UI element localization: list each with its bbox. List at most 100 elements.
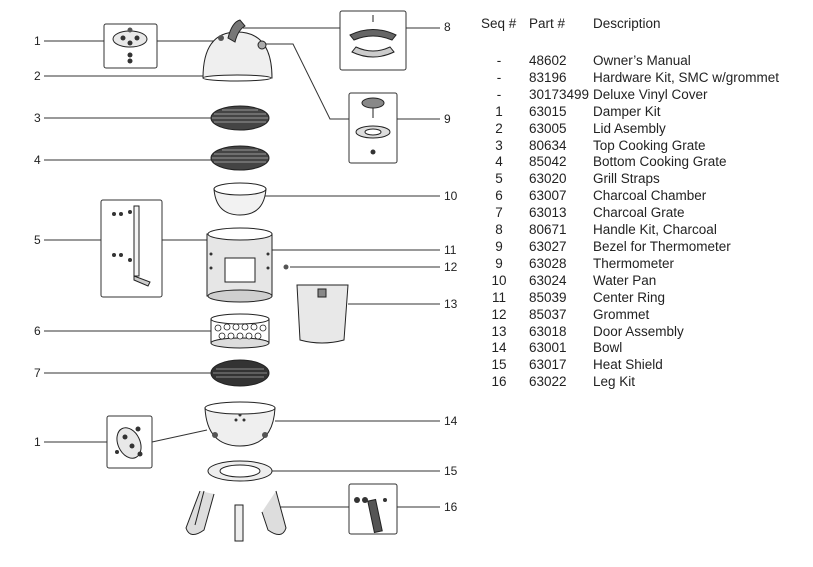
row-seq: -	[496, 86, 502, 102]
damper-kit-inset-bottom	[106, 415, 153, 469]
callout-12: 12	[444, 260, 458, 274]
header-description: Description	[593, 16, 661, 31]
callout-8: 8	[444, 20, 451, 34]
row-description: Handle Kit, Charcoal	[593, 222, 717, 238]
lid-assembly	[202, 19, 273, 82]
row-part-number: 83196	[529, 69, 567, 85]
row-part-number: 63024	[529, 272, 567, 288]
row-description: Door Assembly	[593, 323, 684, 339]
row-description: Bowl	[593, 340, 623, 356]
callout-9: 9	[444, 112, 451, 126]
row-description: Thermometer	[593, 255, 675, 271]
row-part-number: 63017	[529, 357, 567, 373]
callout-14: 14	[444, 414, 458, 428]
top-cooking-grate	[210, 105, 270, 131]
row-part-number: 63022	[529, 374, 567, 390]
row-part-number: 63020	[529, 171, 567, 187]
grommet	[283, 264, 289, 270]
row-description: Grommet	[593, 306, 650, 322]
row-description: Damper Kit	[593, 103, 661, 119]
row-description: Water Pan	[593, 272, 657, 288]
row-part-number: 85042	[529, 154, 567, 170]
callout-7: 7	[34, 366, 41, 380]
table-row: 16 63022 Leg Kit	[481, 374, 779, 391]
callout-2: 2	[34, 69, 41, 83]
water-pan	[213, 182, 267, 216]
leg-kit	[185, 490, 287, 542]
header-part: Part #	[529, 16, 566, 31]
callout-11: 11	[444, 243, 457, 257]
leader-lines	[44, 27, 440, 508]
row-description: Bottom Cooking Grate	[593, 154, 727, 170]
row-seq: 6	[495, 188, 503, 204]
row-description: Top Cooking Grate	[593, 137, 706, 153]
row-seq: -	[496, 53, 502, 68]
row-seq: 3	[495, 137, 503, 153]
row-seq: 4	[495, 154, 503, 170]
row-part-number: 63027	[529, 238, 567, 254]
center-ring	[206, 227, 273, 303]
row-part-number: 63018	[529, 323, 567, 339]
row-description: Charcoal Grate	[593, 205, 685, 221]
row-part-number: 63015	[529, 103, 567, 119]
table-row: 13 63018 Door Assembly	[481, 324, 779, 341]
leg-kit-inset	[348, 483, 398, 535]
row-seq: 13	[491, 323, 507, 339]
row-part-number: 85037	[529, 306, 567, 322]
row-description: Bezel for Thermometer	[593, 238, 731, 254]
table-row: 14 63001 Bowl	[481, 340, 779, 357]
table-row: 9 63027 Bezel for Thermometer	[481, 239, 779, 256]
heat-shield	[207, 460, 273, 482]
row-part-number: 80634	[529, 137, 567, 153]
row-seq: -	[496, 69, 502, 85]
callout-5: 5	[34, 233, 41, 247]
row-part-number: 63001	[529, 340, 567, 356]
thermometer-inset	[348, 92, 398, 164]
row-seq: 10	[491, 272, 507, 288]
exploded-parts-diagram: 1 2 3 4 5 6 7 1 8 9 10 11 12 13 14 15 16	[34, 10, 458, 542]
row-seq: 9	[495, 255, 503, 271]
row-description: Heat Shield	[593, 357, 663, 373]
damper-kit-inset-top	[103, 23, 158, 69]
charcoal-chamber	[210, 313, 270, 349]
row-seq: 1	[495, 103, 503, 119]
row-part-number: 85039	[529, 289, 567, 305]
grill-straps-inset	[100, 199, 163, 298]
callout-10: 10	[444, 189, 458, 203]
row-description: Deluxe Vinyl Cover	[593, 86, 708, 102]
row-seq: 9	[495, 238, 503, 254]
row-seq: 16	[491, 374, 507, 390]
row-part-number: 63007	[529, 188, 567, 204]
row-description: Grill Straps	[593, 171, 660, 187]
row-description: Leg Kit	[593, 374, 636, 390]
row-description: Lid Asembly	[593, 120, 666, 136]
row-seq: 2	[495, 120, 503, 136]
charcoal-grate	[210, 359, 270, 387]
table-row: 12 85037 Grommet	[481, 307, 779, 324]
row-seq: 12	[491, 306, 507, 322]
row-seq: 8	[495, 222, 503, 238]
bowl	[204, 401, 276, 447]
row-seq: 11	[491, 289, 506, 305]
door-assembly	[296, 284, 349, 344]
row-seq: 14	[491, 340, 507, 356]
header-seq: Seq #	[481, 16, 517, 31]
table-header: Seq # Part # Description	[481, 16, 779, 36]
callout-6: 6	[34, 324, 41, 338]
row-description: Owner’s Manual	[593, 53, 691, 68]
table-row: 3 80634 Top Cooking Grate	[481, 138, 779, 155]
callout-1-bottom: 1	[34, 435, 41, 449]
handle-kit-inset	[339, 10, 407, 71]
table-row: 1 63015 Damper Kit	[481, 104, 779, 121]
callout-4: 4	[34, 153, 41, 167]
row-description: Center Ring	[593, 289, 666, 305]
